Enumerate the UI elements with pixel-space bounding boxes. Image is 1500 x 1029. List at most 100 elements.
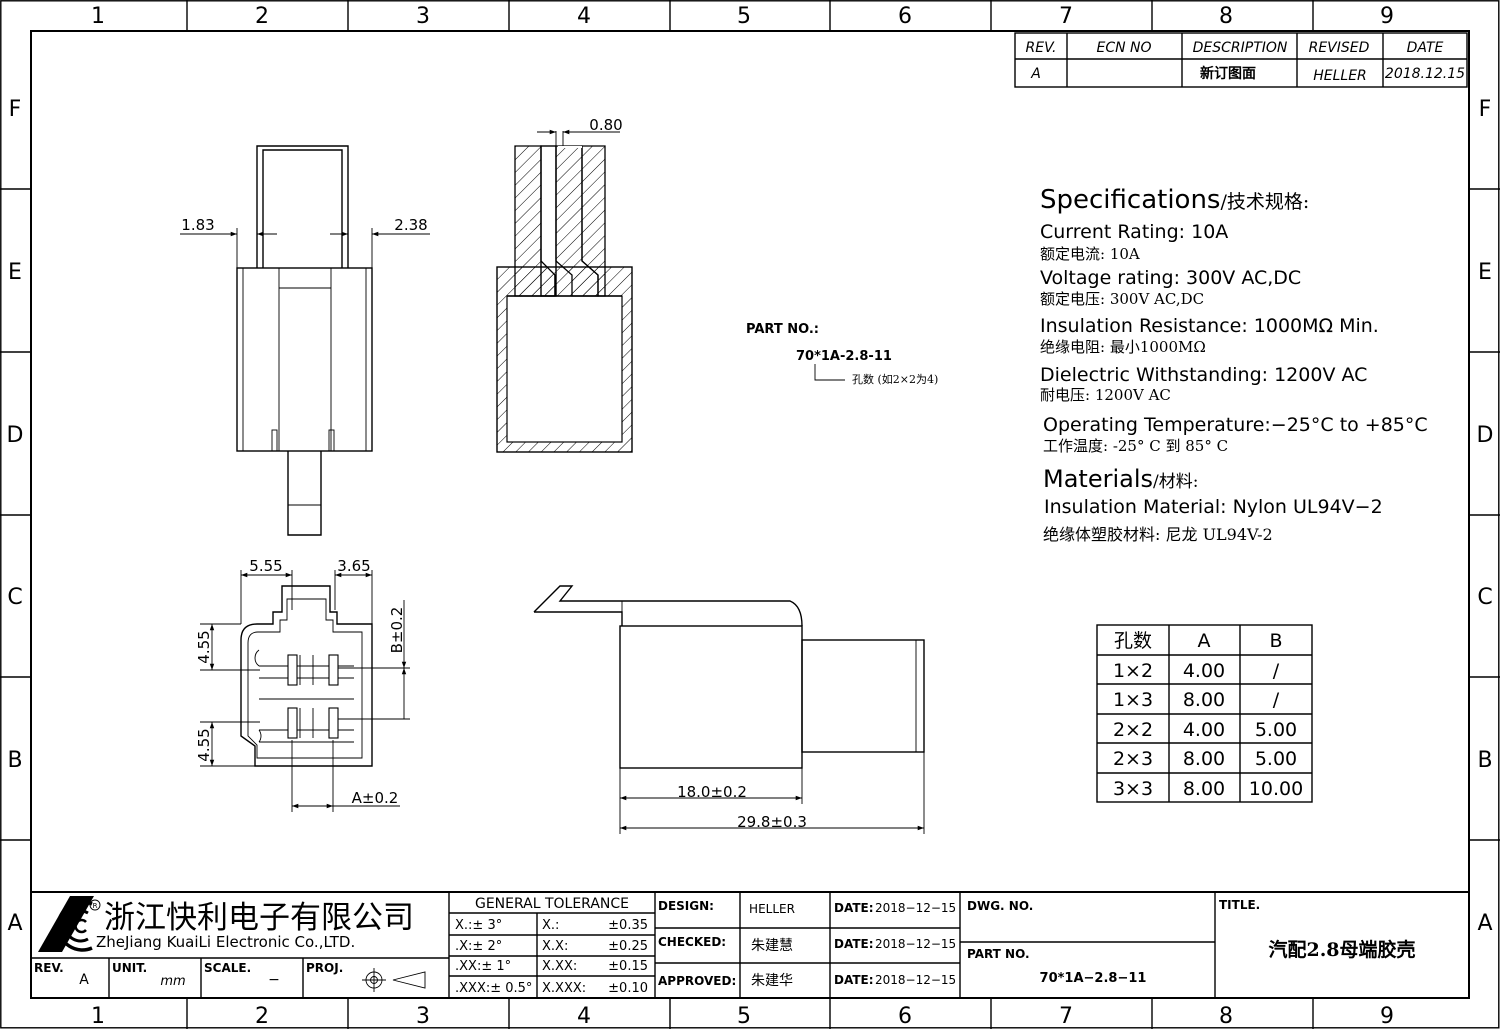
row-label: C (7, 585, 22, 610)
col-label: 5 (737, 4, 751, 29)
tolerance-angle: .X:± 2° (455, 939, 502, 954)
specs-title: Specifications/技术规格: (1040, 185, 1309, 215)
col-label: 2 (255, 4, 269, 29)
spec-dielectric-cn: 耐电压: 1200V AC (1040, 386, 1171, 404)
checked-label: CHECKED: (658, 935, 726, 949)
tolerance-angle: .XX:± 1° (455, 959, 511, 974)
row-label: E (1478, 260, 1492, 285)
row-labels-right: F E D C B A (1477, 97, 1494, 936)
col-label: 7 (1059, 1004, 1073, 1029)
dim-2-38 (330, 228, 430, 268)
dim-label: A±0.2 (352, 789, 399, 807)
col-label: 4 (577, 1004, 591, 1029)
spec-insulation-cn: 绝缘电阻: 最小1000MΩ (1040, 338, 1206, 356)
dim-label: 1.83 (181, 216, 214, 234)
title-label: TITLE. (1219, 898, 1260, 912)
row-label: D (7, 423, 24, 448)
spec-voltage: Voltage rating: 300V AC,DC (1040, 267, 1301, 289)
tolerance-linear-label: X.X: (542, 939, 568, 954)
hole-table-cell: 3×3 (1113, 778, 1153, 800)
tolerance-angle: .XXX:± 0.5° (455, 981, 532, 996)
design-label: DESIGN: (658, 899, 714, 913)
row-label: A (7, 911, 22, 936)
row-label: A (1477, 911, 1492, 936)
front-view (236, 145, 373, 536)
hole-table-header: 孔数 (1114, 630, 1152, 652)
tolerance-linear-value: ±0.15 (608, 959, 648, 974)
date-value: 2018−12−15 (875, 973, 956, 987)
col-label: 6 (898, 4, 912, 29)
col-label: 3 (416, 4, 430, 29)
design-value: HELLER (749, 902, 795, 916)
part-number-label: PART NO. (967, 947, 1030, 961)
hole-table-cell: 8.00 (1183, 689, 1225, 711)
spec-temperature: Operating Temperature:−25°C to +85°C (1043, 414, 1428, 436)
row-label: D (1477, 423, 1494, 448)
end-view-dimensions (200, 570, 410, 812)
title-block (31, 891, 1469, 998)
specifications: Specifications/技术规格: Current Rating: 10A… (1040, 185, 1428, 544)
dim-label: B±0.2 (388, 607, 406, 654)
spec-current-cn: 额定电流: 10A (1040, 245, 1140, 263)
col-label: 9 (1380, 4, 1394, 29)
approved-label: APPROVED: (658, 974, 736, 988)
part-number-callout: PART NO.: 70*1A-2.8-11 孔数 (如2×2为4) (746, 322, 938, 386)
spec-material-cn: 绝缘体塑胶材料: 尼龙 UL94V-2 (1043, 525, 1273, 544)
scale-value: − (268, 972, 280, 988)
col-label: 5 (737, 1004, 751, 1029)
approved-value: 朱建华 (751, 973, 793, 989)
projection-label: PROJ. (306, 961, 343, 975)
column-labels-bottom: 1 2 3 4 5 6 7 8 9 (91, 1004, 1394, 1029)
hole-table-cell: 1×3 (1113, 689, 1153, 711)
dim-label: 18.0±0.2 (677, 783, 747, 801)
row-label: B (7, 748, 22, 773)
spec-voltage-cn: 额定电压: 300V AC,DC (1040, 290, 1204, 308)
row-label: E (8, 260, 22, 285)
tolerance-title: GENERAL TOLERANCE (475, 896, 629, 912)
tolerance-linear-label: X.: (542, 918, 559, 933)
col-label: 8 (1219, 1004, 1233, 1029)
hole-table-cell: 8.00 (1183, 778, 1225, 800)
drawing-number-label: DWG. NO. (967, 899, 1033, 913)
end-view (240, 585, 373, 767)
col-label: 1 (91, 1004, 105, 1029)
row-label: B (1477, 748, 1492, 773)
hole-table-header: B (1269, 630, 1282, 652)
spec-material: Insulation Material: Nylon UL94V−2 (1044, 496, 1383, 518)
part-label-note: 孔数 (如2×2为4) (852, 372, 938, 386)
hole-table-cell: 2×2 (1113, 719, 1153, 741)
hole-table-cell: 4.00 (1183, 719, 1225, 741)
dim-label: 5.55 (249, 557, 282, 575)
date-value: 2018.12.15 (1385, 66, 1465, 82)
side-view (533, 585, 925, 769)
dim-label: 3.65 (337, 557, 370, 575)
col-label: 7 (1059, 4, 1073, 29)
unit-label: UNIT. (112, 961, 147, 975)
date-value: 2018−12−15 (875, 937, 956, 951)
hole-table-cell: 4.00 (1183, 660, 1225, 682)
rev-header: REV. (1026, 40, 1057, 56)
revision-table: REV. ECN NO DESCRIPTION REVISED DATE A 新… (1014, 32, 1468, 88)
date-label: DATE: (834, 937, 874, 951)
tolerance-linear-value: ±0.25 (608, 939, 648, 954)
revised-value: HELLER (1313, 68, 1367, 84)
hole-table-cell: 10.00 (1249, 778, 1303, 800)
company-name-en: ZheJiang KuaiLi Electronic Co.,LTD. (96, 933, 355, 951)
row-label: F (1479, 97, 1492, 122)
tolerance-linear-value: ±0.35 (608, 918, 648, 933)
dim-label: 4.55 (195, 728, 213, 761)
col-label: 4 (577, 4, 591, 29)
company-name-cn: 浙江快利电子有限公司 (104, 900, 414, 936)
col-label: 6 (898, 1004, 912, 1029)
hole-table-header: A (1198, 630, 1211, 652)
row-label: F (9, 97, 22, 122)
col-label: 1 (91, 4, 105, 29)
row-labels-left: F E D C B A (7, 97, 24, 936)
tolerance-linear-label: X.XX: (542, 959, 577, 974)
rev-value: A (79, 972, 89, 988)
hole-table-cell: 5.00 (1255, 719, 1297, 741)
tolerance-linear-label: X.XXX: (542, 981, 586, 996)
projection-symbol-icon (362, 968, 426, 992)
